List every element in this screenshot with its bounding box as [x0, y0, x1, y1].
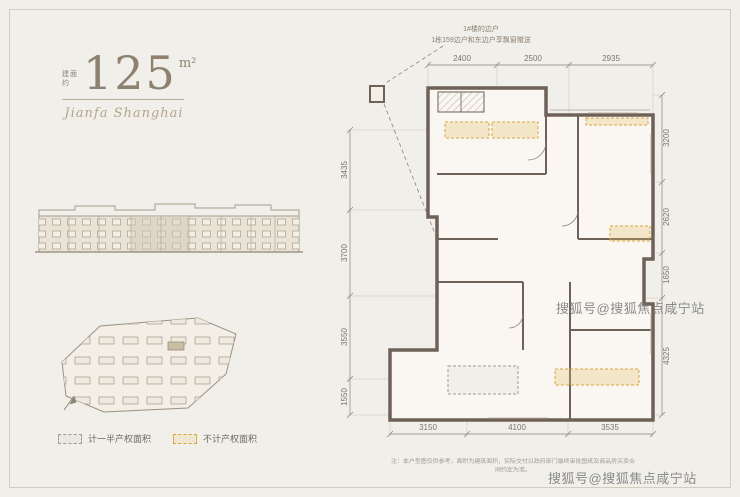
dim-top-3: 2935 — [602, 54, 620, 63]
dim-left-3: 3550 — [340, 328, 349, 346]
dim-top-1: 2400 — [453, 54, 471, 63]
legend-label: 不计产权面积 — [203, 434, 258, 444]
floorplan-drawing: 2400 2500 2935 3435 3700 3550 1550 3200 … — [340, 45, 671, 438]
dim-right-1: 3200 — [662, 129, 671, 147]
watermark-middle: 搜狐号@搜狐焦点咸宁站 — [556, 301, 705, 316]
dim-left-4: 1550 — [340, 388, 349, 406]
dim-bottom-2: 4100 — [508, 423, 526, 432]
dim-right-4: 4325 — [662, 347, 671, 365]
dimension-extension-lines — [347, 62, 665, 437]
plan-annotation-line2: 1栋159边户和东边户享飘窗赠送 — [431, 37, 531, 45]
area-value: 125 — [83, 46, 177, 100]
dim-bottom-3: 3535 — [601, 423, 619, 432]
wall-stub — [369, 85, 385, 103]
legend-item-half-property-area: 计一半产权面积 — [58, 432, 151, 445]
dim-right-2: 2620 — [662, 208, 671, 226]
area-prefix: 建面 约 — [62, 70, 78, 89]
site-plan — [61, 317, 237, 413]
dimension-lines — [346, 61, 666, 438]
dim-left-1: 3435 — [340, 161, 349, 179]
building-elevation — [35, 203, 303, 253]
half-area-gray — [447, 365, 519, 395]
dim-top-2: 2500 — [524, 54, 542, 63]
dim-right-3: 1650 — [662, 266, 671, 284]
legend-label: 计一半产权面积 — [88, 434, 152, 444]
elevation-highlight-unit — [131, 216, 189, 252]
brand-script: Jianfa Shanghai — [64, 106, 184, 121]
window-lines — [488, 109, 652, 419]
balcony-areas-gold — [444, 117, 651, 386]
dim-left-2: 3700 — [340, 244, 349, 262]
footer-disclaimer: 注：本户型图仅供参考，面积为建筑面积，实际交付以政府部门最终审批图纸及商品房买卖… — [391, 458, 635, 474]
legend: 计一半产权面积 不计产权面积 — [58, 432, 257, 445]
watermark-bottom: 搜狐号@搜狐焦点咸宁站 — [548, 471, 697, 486]
annotation-leader-line — [383, 45, 444, 245]
legend-swatch-gray-dashed — [58, 433, 82, 444]
siteplan-highlight-building — [167, 341, 185, 351]
dim-bottom-1: 3150 — [419, 423, 437, 432]
area-title: 建面 约 125 m² — [62, 50, 196, 96]
dimension-labels: 2400 2500 2935 3435 3700 3550 1550 3200 … — [340, 54, 671, 432]
door-arcs — [508, 141, 579, 329]
north-arrow-icon — [63, 395, 77, 411]
outer-walls — [388, 86, 655, 422]
area-unit: m² — [178, 56, 197, 71]
area-prefix-line2: 约 — [62, 80, 70, 88]
title-divider — [62, 99, 184, 100]
legend-swatch-gold-dashed — [173, 433, 198, 444]
plan-annotation-line1: 1#楼的边户 — [463, 26, 499, 33]
siteplan-buildings — [62, 318, 236, 412]
legend-item-no-property-area: 不计产权面积 — [173, 432, 257, 445]
elevation-dividers — [68, 216, 276, 252]
elevation-roofline — [38, 203, 300, 216]
plan-annotation: 1#楼的边户 1栋159边户和东边户享飘窗赠送 — [406, 24, 556, 46]
area-prefix-line1: 建面 — [62, 71, 78, 78]
